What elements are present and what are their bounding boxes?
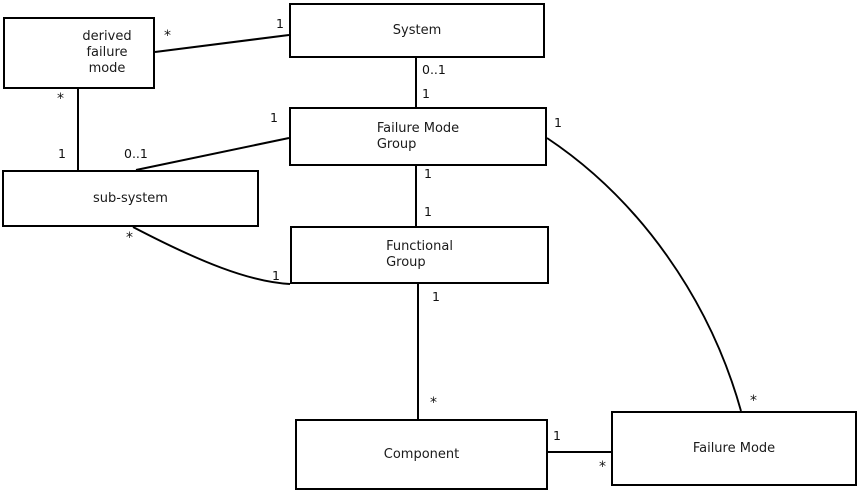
multiplicity-label-m-system-fmg-one: 1 <box>422 86 430 101</box>
multiplicity-label-m-derived-sub-star: * <box>57 91 64 107</box>
class-name-failure-mode: Failure Mode <box>692 440 776 456</box>
multiplicity-label-m-system-derived-one: 1 <box>276 16 284 31</box>
association-failure-mode-group-to-failure-mode <box>546 137 742 412</box>
class-box-derived-failure-mode[interactable]: derived failure mode <box>3 17 155 89</box>
multiplicity-label-m-system-fmg-zero-one: 0..1 <box>422 62 446 77</box>
association-subsystem-to-failure-mode-group <box>135 137 290 171</box>
multiplicity-label-m-derived-sub-one: 1 <box>58 146 66 161</box>
multiplicity-label-m-sub-fg-star: * <box>126 230 133 246</box>
multiplicity-label-m-comp-fg-star: * <box>430 395 437 411</box>
multiplicity-label-m-comp-fm-one: 1 <box>553 428 561 443</box>
class-box-functional-group[interactable]: Functional Group <box>290 226 549 284</box>
class-name-system: System <box>392 22 442 38</box>
class-box-failure-mode[interactable]: Failure Mode <box>611 411 857 486</box>
multiplicity-label-m-fmg-fg-one: 1 <box>424 166 432 181</box>
multiplicity-label-m-derived-system-star: * <box>164 28 171 44</box>
multiplicity-label-m-fg-fmg-one: 1 <box>424 204 432 219</box>
class-box-system[interactable]: System <box>289 3 545 58</box>
multiplicity-label-m-fmg-sub-one: 1 <box>270 110 278 125</box>
multiplicity-label-m-fm-comp-star: * <box>599 459 606 475</box>
association-subsystem-to-functional-group <box>132 226 291 285</box>
class-name-functional-group: Functional Group <box>386 239 453 270</box>
class-box-component[interactable]: Component <box>295 419 548 490</box>
class-name-failure-mode-group: Failure Mode Group <box>376 120 460 152</box>
class-name-component: Component <box>383 446 460 462</box>
association-derived-to-system <box>154 34 290 53</box>
multiplicity-label-m-fg-sub-one: 1 <box>272 268 280 283</box>
multiplicity-label-m-sub-fmg-zero-one: 0..1 <box>124 146 148 161</box>
multiplicity-label-m-fmg-fm-one: 1 <box>554 115 562 130</box>
class-box-sub-system[interactable]: sub-system <box>2 170 259 227</box>
class-name-sub-system: sub-system <box>93 190 168 206</box>
class-name-derived-failure-mode: derived failure mode <box>82 29 132 76</box>
class-box-failure-mode-group[interactable]: Failure Mode Group <box>289 107 547 166</box>
multiplicity-label-m-fg-comp-one: 1 <box>432 289 440 304</box>
multiplicity-label-m-fm-fmg-star: * <box>750 393 757 409</box>
